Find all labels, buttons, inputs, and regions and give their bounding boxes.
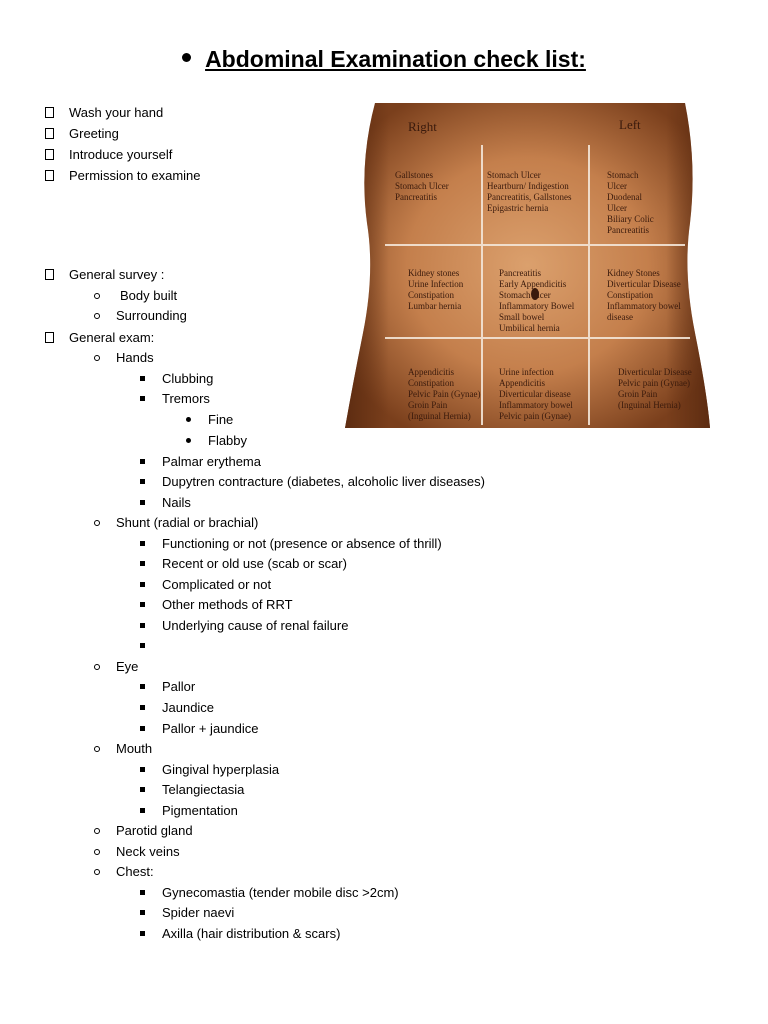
checkbox-icon bbox=[45, 269, 54, 281]
list-item: Surrounding bbox=[94, 308, 187, 324]
page-title: Abdominal Examination check list: bbox=[0, 46, 768, 73]
list-item: Jaundice bbox=[140, 700, 214, 716]
region-epigastric: Stomach Ulcer Heartburn/ Indigestion Pan… bbox=[487, 170, 574, 213]
dot-bullet-icon bbox=[186, 417, 191, 423]
region-left-lumbar: Kidney Stones Diverticular Disease Const… bbox=[607, 268, 683, 322]
list-item: Neck veins bbox=[94, 844, 180, 860]
square-bullet-icon bbox=[140, 500, 145, 506]
checklist-item: General exam: bbox=[45, 330, 154, 346]
square-bullet-icon bbox=[140, 787, 145, 793]
circle-bullet-icon bbox=[94, 663, 100, 670]
region-right-lumbar: Kidney stones Urine Infection Constipati… bbox=[408, 268, 465, 311]
square-bullet-icon bbox=[140, 561, 145, 567]
list-item: Shunt (radial or brachial) bbox=[94, 515, 258, 531]
checklist-item: Introduce yourself bbox=[45, 147, 172, 163]
circle-bullet-icon bbox=[94, 827, 100, 834]
list-item bbox=[140, 638, 145, 654]
checklist-item: General survey : bbox=[45, 267, 164, 283]
left-label: Left bbox=[619, 117, 641, 132]
circle-bullet-icon bbox=[94, 848, 100, 855]
square-bullet-icon bbox=[140, 396, 145, 402]
list-item: Body built bbox=[94, 288, 177, 304]
checkbox-icon bbox=[45, 332, 54, 344]
square-bullet-icon bbox=[140, 726, 145, 732]
checkbox-icon bbox=[45, 128, 54, 140]
circle-bullet-icon bbox=[94, 354, 100, 361]
region-right-hypochondriac: Gallstones Stomach Ulcer Pancreatitis bbox=[395, 170, 451, 202]
bullet-icon bbox=[182, 53, 192, 63]
list-item: Telangiectasia bbox=[140, 782, 244, 798]
checkbox-icon bbox=[45, 149, 54, 161]
list-item: Complicated or not bbox=[140, 577, 271, 593]
region-hypogastric: Urine infection Appendicitis Diverticula… bbox=[499, 367, 575, 421]
list-item: Clubbing bbox=[140, 371, 213, 387]
square-bullet-icon bbox=[140, 459, 145, 465]
square-bullet-icon bbox=[140, 808, 145, 814]
circle-bullet-icon bbox=[94, 292, 100, 299]
list-item: Chest: bbox=[94, 864, 154, 880]
list-item: Mouth bbox=[94, 741, 152, 757]
list-item: Recent or old use (scab or scar) bbox=[140, 556, 347, 572]
region-right-iliac: Appendicitis Constipation Pelvic Pain (G… bbox=[408, 367, 483, 421]
circle-bullet-icon bbox=[94, 745, 100, 752]
region-left-iliac: Diverticular Disease Pelvic pain (Gynae)… bbox=[618, 367, 694, 410]
region-grid-lines bbox=[385, 145, 690, 425]
list-item: Tremors bbox=[140, 391, 210, 407]
list-item: Spider naevi bbox=[140, 905, 234, 921]
square-bullet-icon bbox=[140, 541, 145, 547]
list-item: Pigmentation bbox=[140, 803, 238, 819]
list-item: Functioning or not (presence or absence … bbox=[140, 536, 442, 552]
square-bullet-icon bbox=[140, 931, 145, 937]
square-bullet-icon bbox=[140, 582, 145, 588]
square-bullet-icon bbox=[140, 602, 145, 608]
circle-bullet-icon bbox=[94, 868, 100, 875]
square-bullet-icon bbox=[140, 910, 145, 916]
square-bullet-icon bbox=[140, 623, 145, 629]
circle-bullet-icon bbox=[94, 519, 100, 526]
region-left-hypochondriac: Stomach Ulcer Duodenal Ulcer Biliary Col… bbox=[607, 170, 656, 235]
region-umbilical: Pancreatitis Early Appendicitis Stomach … bbox=[499, 268, 576, 333]
list-item: Fine bbox=[186, 412, 233, 428]
checkbox-icon bbox=[45, 170, 54, 182]
square-bullet-icon bbox=[140, 479, 145, 485]
list-item: Hands bbox=[94, 350, 154, 366]
navel bbox=[531, 288, 539, 300]
checklist-item: Wash your hand bbox=[45, 105, 163, 121]
checklist-item: Permission to examine bbox=[45, 168, 201, 184]
list-item: Gingival hyperplasia bbox=[140, 762, 279, 778]
list-item: Parotid gland bbox=[94, 823, 193, 839]
list-item: Eye bbox=[94, 659, 138, 675]
list-item: Other methods of RRT bbox=[140, 597, 293, 613]
checkbox-icon bbox=[45, 107, 54, 119]
list-item: Underlying cause of renal failure bbox=[140, 618, 348, 634]
square-bullet-icon bbox=[140, 890, 145, 896]
list-item: Flabby bbox=[186, 433, 247, 449]
square-bullet-icon bbox=[140, 643, 145, 649]
square-bullet-icon bbox=[140, 705, 145, 711]
list-item: Pallor bbox=[140, 679, 195, 695]
list-item: Dupytren contracture (diabetes, alcoholi… bbox=[140, 474, 485, 490]
list-item: Pallor + jaundice bbox=[140, 721, 258, 737]
checklist-item: Greeting bbox=[45, 126, 119, 142]
abdomen-regions-image: Right Left Gallstones Stomach Ulcer Panc… bbox=[345, 103, 710, 428]
circle-bullet-icon bbox=[94, 312, 100, 319]
right-label: Right bbox=[408, 119, 437, 134]
square-bullet-icon bbox=[140, 684, 145, 690]
list-item: Palmar erythema bbox=[140, 454, 261, 470]
list-item: Gynecomastia (tender mobile disc >2cm) bbox=[140, 885, 399, 901]
square-bullet-icon bbox=[140, 376, 145, 382]
dot-bullet-icon bbox=[186, 438, 191, 444]
square-bullet-icon bbox=[140, 767, 145, 773]
list-item: Nails bbox=[140, 495, 191, 511]
list-item: Axilla (hair distribution & scars) bbox=[140, 926, 340, 942]
